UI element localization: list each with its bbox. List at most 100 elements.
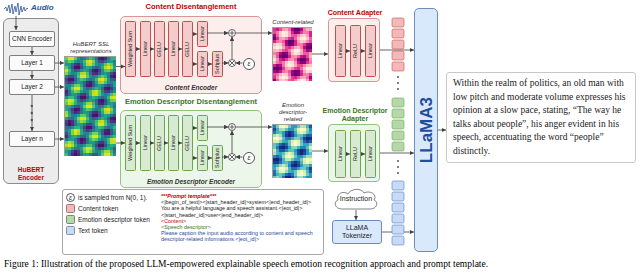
feature-cell [92,126,95,129]
feature-cell [83,60,86,63]
feature-cell [80,111,83,114]
feature-cell [107,117,110,120]
feature-cell [110,150,113,153]
noise-circle: ε [243,152,255,164]
feature-cell [300,43,303,46]
feature-cell [77,123,80,126]
feature-cell [68,114,71,117]
feature-cell [303,49,306,52]
flow-arrow [179,143,182,144]
feature-cell [294,34,297,37]
feature-cell [68,93,71,96]
feature-cell [80,135,83,138]
text-holder: Layer 2 [10,80,54,94]
feature-cell [291,70,294,73]
feature-cell [273,143,276,146]
feature-cell [303,134,306,137]
node-text: Linear [368,43,374,58]
feature-cell [110,129,113,132]
flow-arrow [193,34,197,35]
feature-cell [104,135,107,138]
feature-cell [300,176,303,178]
feature-cell [306,131,309,134]
feature-cell [74,78,77,81]
feature-cell [276,131,279,134]
feature-cell [110,147,113,150]
encoder-container: Emotion Descriptor EncoderWeighted SumLi… [120,110,262,188]
flow-arrow [361,154,365,155]
node-text: ε [247,60,250,68]
feature-cell [86,99,89,102]
feature-cell [80,75,83,78]
feature-cell [68,126,71,129]
label-wrap: Emotion Descriptor Disentanglement [120,98,262,107]
text-holder: Linear [198,22,207,46]
feature-cell [80,60,83,63]
feature-cell [80,147,83,150]
feature-cell [101,108,104,111]
feature-cell [101,90,104,93]
feature-cell [297,164,300,167]
feature-cell [285,146,288,149]
feature-cell [303,43,306,46]
feature-cell [297,37,300,40]
feature-cell [273,140,276,143]
encoder-layer: Layer n [9,131,55,147]
feature-cell [86,123,89,126]
feature-cell [306,40,309,43]
flow-arrow [165,143,168,144]
feature-cell [107,114,110,117]
feature-cell [77,75,80,78]
feature-cell [68,66,71,69]
std-line [222,63,229,64]
feature-cell [104,108,107,111]
feature-cell [104,81,107,84]
text-holder: GELU [183,22,192,76]
feature-cell [306,67,309,70]
feature-cell [282,146,285,149]
feature-cell [89,150,92,153]
feature-cell [71,141,74,144]
feature-cell [68,69,71,72]
feature-cell [309,131,312,134]
feature-cell [95,66,98,69]
feature-cell [98,153,101,156]
feature-cell [288,158,291,161]
feature-cell [276,31,279,34]
feature-cell [101,117,104,120]
feature-cell [77,87,80,90]
feature-cell [101,147,104,150]
node-text: LLaMA Tokenizer [335,224,379,239]
feature-cell [276,146,279,149]
feature-cell [300,76,303,79]
feature-cell [288,52,291,55]
feature-cell [276,125,279,128]
node-text: ReLU [353,44,359,58]
feature-cell [89,114,92,117]
feature-cell [303,137,306,140]
feature-cell [77,111,80,114]
mean-line [207,127,229,128]
feature-cell [86,141,89,144]
feature-cell [71,111,74,114]
feature-cell [291,176,294,178]
feature-cell [92,114,95,117]
feature-cell [282,170,285,173]
feature-cell [71,150,74,153]
feature-cell [303,46,306,49]
feature-cell [89,108,92,111]
legend-swatch [66,226,75,235]
feature-cell [279,34,282,37]
feature-cell [74,108,77,111]
feature-cell [291,167,294,170]
feature-cell [101,126,104,129]
feature-cell [294,131,297,134]
feature-cell [282,76,285,79]
feature-cell [279,131,282,134]
feature-cell [107,147,110,150]
node-text: Softplus [215,148,221,168]
feature-cell [297,58,300,61]
feature-cell [68,108,71,111]
feature-cell [273,37,276,40]
feature-cell [273,46,276,49]
